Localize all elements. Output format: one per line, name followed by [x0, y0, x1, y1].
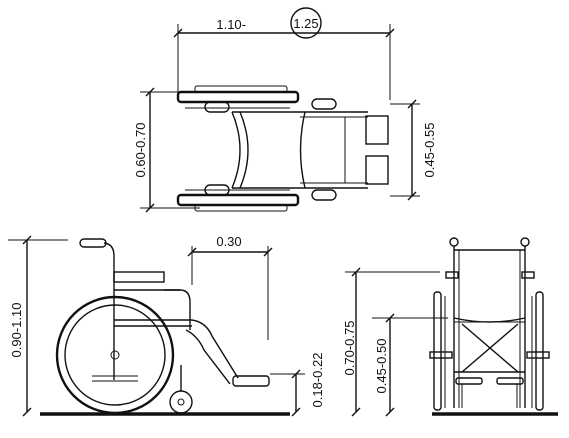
- side-footrest-height-label: 0.18-0.22: [310, 353, 325, 408]
- wheelchair-front-drawing: [429, 237, 558, 416]
- side-footrest-height-dimension: 0.18-0.22: [270, 353, 325, 417]
- plan-length-dimension: 1.10- 1.25: [173, 7, 395, 100]
- front-view: 0.70-0.75 0.45-0.50: [342, 237, 558, 417]
- side-view: 0.90-1.10 0.30 0.18-0.22: [8, 234, 325, 417]
- side-height-label: 0.90-1.10: [9, 303, 24, 358]
- plan-view: 1.10- 1.25 0.60-0.70 0.45-0.55: [133, 7, 437, 213]
- side-height-dimension: 0.90-1.10: [8, 235, 68, 417]
- wheelchair-plan-drawing: [176, 85, 389, 212]
- plan-length-circle: [290, 7, 322, 39]
- side-footrest-depth-label: 0.30: [216, 234, 241, 249]
- plan-width-dimension: 0.60-0.70: [133, 87, 200, 213]
- plan-footrest-width-dimension: 0.45-0.55: [390, 99, 437, 201]
- plan-length-label: 1.10-: [216, 17, 246, 32]
- front-seat-height-dimension: 0.45-0.50: [372, 313, 448, 417]
- side-footrest-depth-dimension: 0.30: [187, 234, 273, 340]
- plan-footrest-width-label: 0.45-0.55: [422, 123, 437, 178]
- plan-length-circled-label: 1.25: [293, 16, 318, 31]
- front-armrest-height-label: 0.70-0.75: [342, 321, 357, 376]
- front-seat-height-label: 0.45-0.50: [374, 339, 389, 394]
- wheelchair-side-drawing: [40, 238, 290, 416]
- plan-width-label: 0.60-0.70: [133, 123, 148, 178]
- front-armrest-height-dimension: 0.70-0.75: [342, 267, 440, 417]
